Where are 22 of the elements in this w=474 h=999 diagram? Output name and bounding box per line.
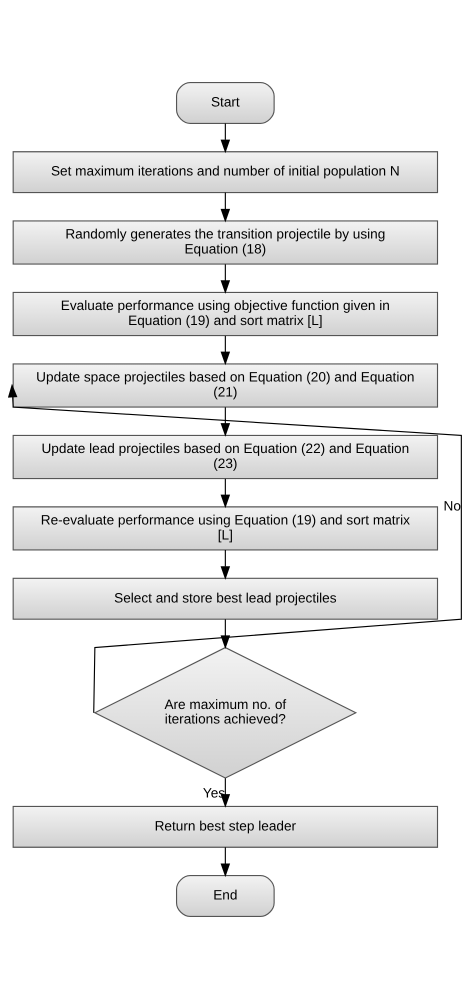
arrow [220,550,230,580]
node-box: Randomly generates the transition projectile by using Equation (18) [12,220,438,265]
node-box: Re-evaluate performance using Equation (19) and sort matrix [L] [12,506,438,551]
node-box: Update lead projectiles based on Equation (22) and Equation (23) [12,434,438,480]
arrow [220,407,230,437]
node-box: Update space projectiles based on Equation (20) and Equation (21) [12,363,438,408]
node-box: Return best step leader [12,806,438,848]
arrow [220,264,230,294]
arrow [220,336,230,366]
arrow [220,778,230,808]
node-box: Set maximum iterations and number of initial population N [12,151,438,194]
arrow [220,192,230,223]
node-diamond: Are maximum no. of iterations achieved? [94,646,358,779]
arrow [8,384,462,713]
node-box: Start [176,82,275,124]
edge-label: No [444,498,461,514]
node-box: End [176,875,275,918]
node-box: Select and store best lead projectiles [12,578,438,620]
arrow [220,478,230,508]
arrow [220,847,230,878]
node-box: Evaluate performance using objective function given in Equation (19) and sort matrix [L] [12,292,438,336]
arrow [220,123,230,154]
